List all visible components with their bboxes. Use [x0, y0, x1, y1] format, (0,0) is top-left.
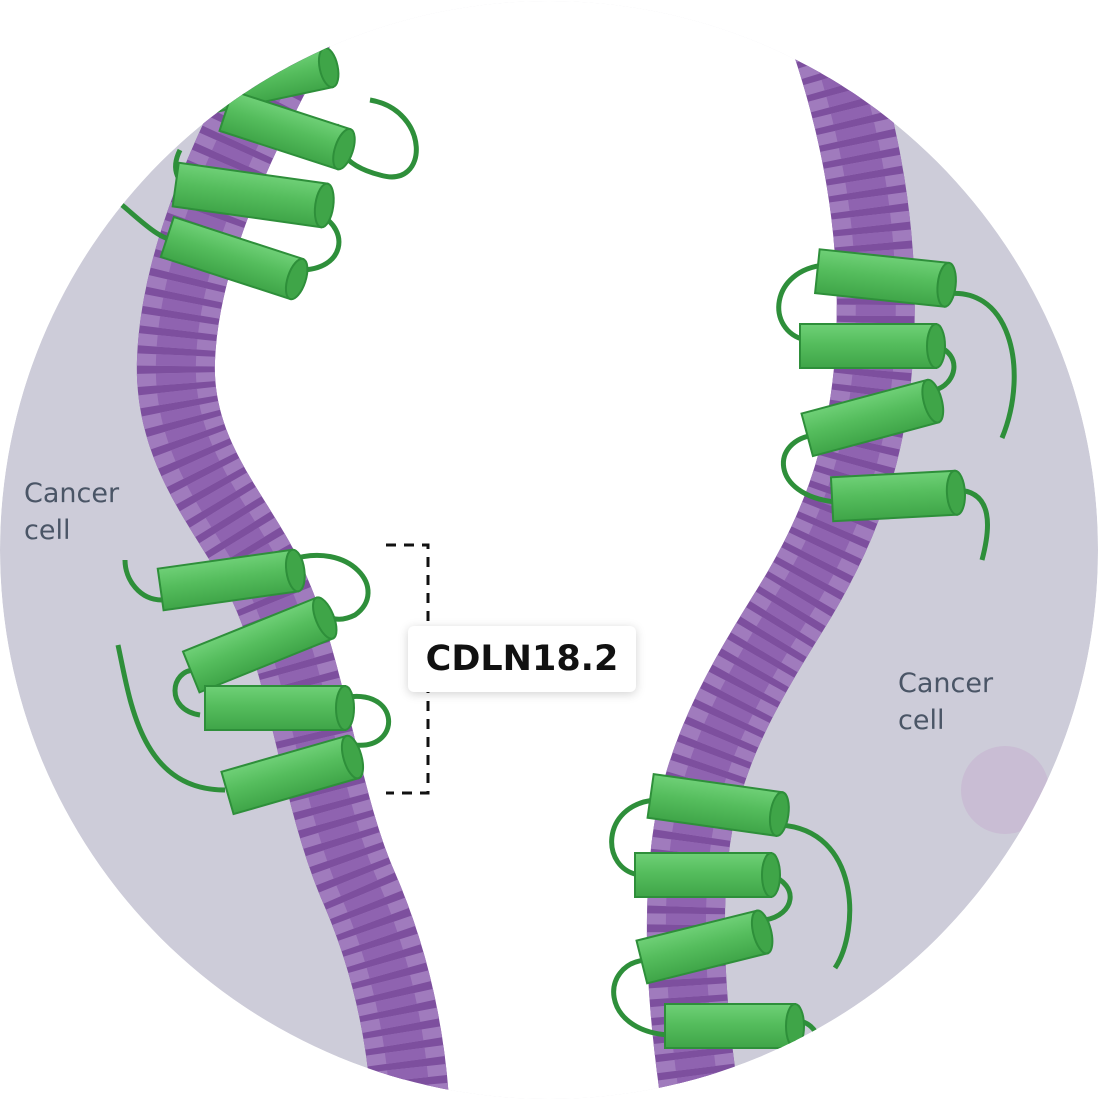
protein-tag-label: CDLN18.2 [425, 639, 619, 679]
cancer-cell-label-left: Cancer cell [24, 478, 120, 546]
membrane-right [646, 27, 915, 1099]
vesicle [961, 746, 1049, 834]
protein-tag: CDLN18.2 [408, 626, 636, 692]
claudin-cluster-left-middle [115, 548, 392, 816]
claudin-cluster-right-top [776, 248, 1017, 561]
claudin-cluster-left-top [120, 46, 419, 301]
cancer-cell-label-right: Cancer cell [898, 668, 994, 736]
